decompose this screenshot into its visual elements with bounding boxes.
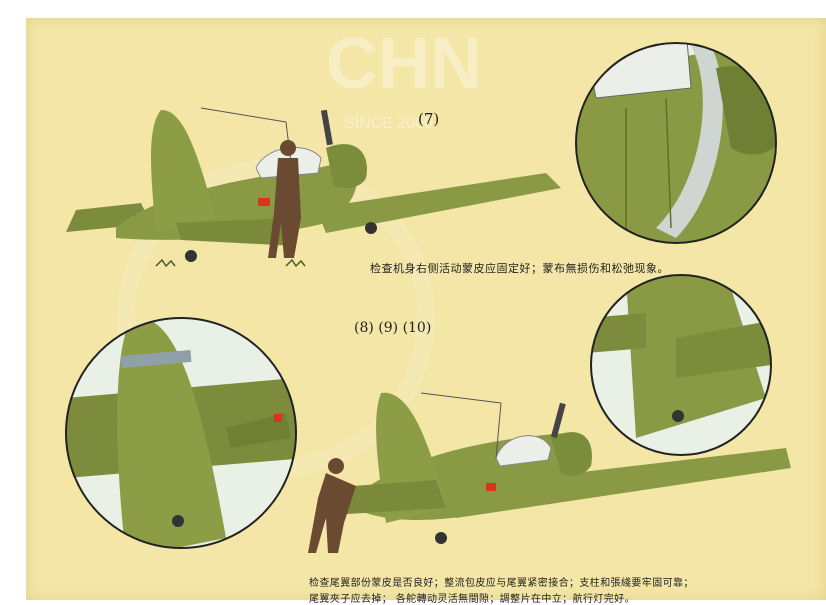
- caption-bottom-line2: 尾翼夾子应去掉； 各舵轉动灵活無間隙；調整片在中立；航行灯完好。: [309, 594, 635, 605]
- detail-circle-bottom-left: [65, 317, 297, 549]
- panel-number-bottom: (8) (9) (10): [354, 320, 432, 336]
- top-airplane: [66, 107, 561, 268]
- caption-bottom-line1: 检查尾翼部份蒙皮是否良好；整流包皮应与尾翼紧密接合；支柱和張綫要牢固可靠；: [309, 578, 694, 589]
- detail-circle-top: [575, 42, 777, 244]
- caption-top: 检查机身右侧活动蒙皮应固定好；蒙布無损伤和松弛现象。: [370, 262, 669, 275]
- illustration-artwork: CHN SINCE 2000: [65, 24, 791, 553]
- illustration-page: CHN SINCE 2000: [26, 18, 826, 605]
- watermark-text: CHN: [326, 24, 482, 104]
- pilot-figure-bottom: [308, 458, 356, 553]
- bottom-airplane: [308, 392, 791, 553]
- watermark-subtext: SINCE 2000: [344, 115, 433, 132]
- detail-circle-bottom-right: [590, 274, 772, 456]
- panel-number-top: (7): [418, 110, 440, 128]
- pilot-figure-top: [258, 140, 301, 258]
